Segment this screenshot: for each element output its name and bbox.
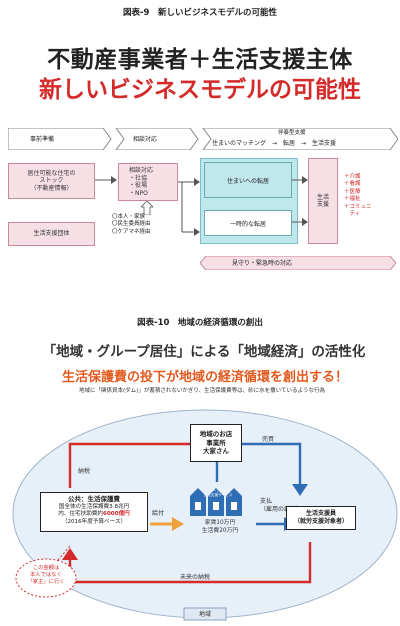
figure-10-title: 「地域・グループ居住」による「地域経済」の活性化	[42, 344, 366, 360]
figure-9-caption: 図表-9 新しいビジネスモデルの可能性	[123, 8, 277, 18]
baikai-label: 売買	[262, 436, 275, 443]
route-item: 〇本人・家族	[112, 214, 146, 220]
note-bubble-text: この金額は 本人ではなく 「家主」に行く	[18, 565, 74, 586]
public-line3: （2016年度予算ベース）	[61, 518, 127, 525]
kyufu-label: 給付	[152, 510, 165, 517]
rent-amount: 家賃10万円	[204, 520, 236, 526]
living-cost-amount: 生活費20万円	[201, 527, 239, 534]
note-line1: この金額は	[32, 565, 60, 571]
service-item: ＋看護	[344, 181, 361, 188]
worker-line1: 生活支援員	[305, 509, 336, 517]
figure-10-red-title: 生活保護費の投下が地域の経済循環を創出する！	[61, 370, 348, 385]
worker-box: 生活支援員 （就労支援対象者）	[286, 506, 356, 530]
house-label: グループ居住の 生活支援サービス	[192, 489, 244, 498]
service-item: ＋医療	[344, 188, 361, 195]
housing-stock-box: 居住可能な住宅の ストック （不動産情報）	[8, 163, 95, 199]
region-label: 地域	[198, 611, 211, 618]
service-item: ＋介護	[344, 174, 361, 180]
service-list: ＋介護 ＋看護 ＋医療 ＋福祉 ＋コミュニ ティ	[344, 174, 372, 219]
phase-soudan: 相談対応	[133, 136, 158, 143]
soudan-item: ・社協	[129, 174, 148, 182]
figure-9-title-line2: 新しいビジネスモデルの可能性	[39, 77, 361, 103]
note-line3: 「家主」に行く	[27, 579, 65, 586]
shop-box: 地域のお店 事業所 大家さん	[190, 424, 242, 462]
move-main-box: 住まいへの転居	[204, 162, 292, 198]
shop-line1: 地域のお店	[199, 429, 233, 438]
mimamori-bar	[200, 256, 396, 270]
route-item: 〇ケアマネ経由	[112, 228, 151, 235]
region-oval	[12, 409, 398, 621]
house-label-2: 生活支援サービス	[203, 493, 233, 498]
stock-line2: ストック	[39, 177, 64, 185]
public-title: 公共：生活保護費	[68, 495, 120, 503]
shiharai-label: 支払 （雇用の創出）	[260, 498, 302, 515]
stock-line1: 居住可能な住宅の	[27, 169, 76, 177]
shiharai-text: 支払	[260, 498, 273, 505]
phase-flow: 住まいのマッチング → 転居 → 生活支援	[212, 140, 337, 147]
arrow-up-to-soudan	[141, 201, 153, 215]
house-costs: 家賃10万円 生活費20万円	[194, 520, 246, 535]
worker-line2: （就労支援対象者）	[293, 518, 348, 525]
soudan-title: 相談対応	[129, 167, 154, 174]
service-item: ＋コミュニ	[344, 203, 372, 210]
soudan-item: ・NPO	[129, 189, 148, 197]
arrows-to-life-support	[292, 176, 308, 226]
figure-9-title-line1: 不動産事業者＋生活支援主体	[47, 47, 353, 73]
shop-line3: 大家さん	[203, 447, 229, 456]
shop-line2: 事業所	[206, 438, 226, 447]
life-support-line2: 支援	[316, 201, 329, 208]
phase-banso: 伴奏型支援	[278, 130, 306, 136]
future-tax-label: 未来の納税	[180, 574, 211, 581]
nouzei-label: 納税	[78, 468, 91, 475]
service-item: ティ	[344, 211, 361, 218]
note-line2: 本人ではなく	[30, 572, 62, 579]
support-group-box: 生活支援団体	[8, 222, 95, 246]
life-support-line1: 生活	[316, 193, 329, 201]
arrow-stock-to-soudan	[95, 176, 117, 184]
service-item: ＋福祉	[344, 196, 361, 203]
public-line2a: 内、住宅扶助費約	[58, 511, 103, 518]
figure-10-caption: 図表-10 地域の経済循環の創出	[137, 318, 263, 328]
public-line1: 国全体の生活保護費3.8兆円	[58, 503, 130, 510]
route-item: 〇民生委員経由	[112, 221, 151, 228]
stock-line3: （不動産情報）	[30, 184, 73, 192]
figure-10-subtitle: 地域に「関係資本(ダム)」が蓄積されないかぎり、生活保護費等は、砂に水を撒いてい…	[79, 388, 325, 394]
public-box: 公共：生活保護費 国全体の生活保護費3.8兆円 内、住宅扶助費約6000億円 （…	[40, 492, 148, 532]
soudan-item: ・役場	[129, 182, 148, 189]
phase-chevrons	[8, 128, 398, 150]
mimamori-label: 見守り・緊急時の対応	[232, 260, 293, 267]
house-label-1: グループ居住の	[205, 489, 231, 493]
life-support-box: 生活 支援	[308, 158, 338, 244]
arrows-to-move	[178, 178, 200, 236]
route-list: 〇本人・家族 〇民生委員経由 〇ケアマネ経由	[112, 214, 151, 236]
soudan-box: 相談対応 ・社協 ・役場 ・NPO	[118, 163, 178, 201]
koyou-text: （雇用の創出）	[260, 506, 303, 514]
phase-jizen: 事前準備	[30, 136, 55, 143]
move-temp-box: 一時的な転居	[204, 210, 292, 236]
housing-aid-amount: 6000億円	[103, 511, 130, 518]
